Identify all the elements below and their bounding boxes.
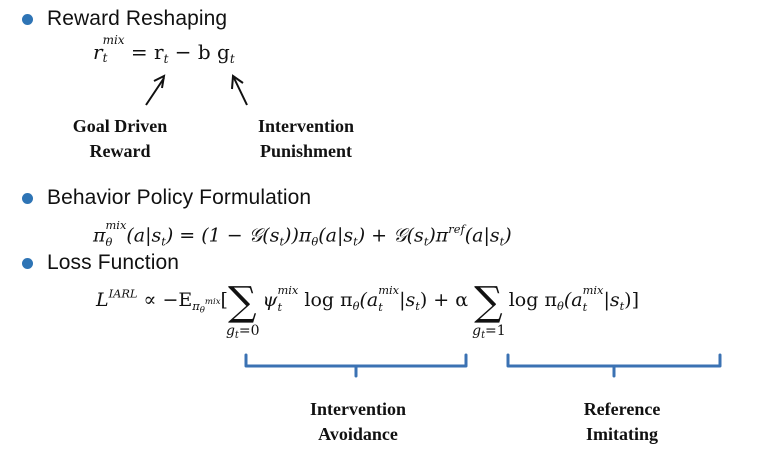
eq-sup: ref	[448, 222, 465, 236]
label-line: Intervention	[258, 116, 354, 136]
eq-sup: mix	[582, 282, 604, 297]
summation-symbol: ∑gt=1	[472, 279, 506, 340]
eq-sub: θ	[352, 299, 360, 314]
label-line: Reference	[583, 399, 661, 419]
eq-symbol: L	[96, 289, 109, 312]
intervention-avoidance-label: Intervention Avoidance	[296, 397, 420, 447]
eq-sub: t	[353, 234, 358, 249]
eq-part: ∝ −E	[143, 289, 193, 312]
brace-reference-imitating	[506, 353, 722, 378]
eq-sub: t	[415, 299, 420, 314]
eq-minus: − b g	[174, 40, 230, 64]
eq-sup: mix	[277, 282, 299, 297]
eq-sub-group: πθmix	[192, 297, 221, 316]
bullet-dot-icon	[22, 13, 33, 25]
eq-sup: mix	[102, 33, 125, 48]
eq-sub: π	[192, 299, 200, 314]
eq-sub: t	[279, 234, 285, 249]
eq-rhs: = r	[130, 40, 164, 64]
eq-part: (a|s	[126, 224, 162, 247]
reward-equation: rmixtmix = rt − b gt	[93, 33, 235, 67]
eq-part: (a	[359, 289, 379, 312]
bullet-dot-icon	[22, 257, 33, 269]
summation-symbol: ∑gt=0	[226, 279, 260, 340]
label-line: Intervention	[310, 399, 406, 419]
eq-part: + α	[433, 289, 469, 312]
eq-part: |s	[399, 289, 416, 312]
eq-supsub: mixtmix	[102, 33, 125, 66]
eq-part: log π	[508, 289, 557, 312]
label-line: Avoidance	[318, 424, 398, 444]
label-line: Imitating	[586, 424, 658, 444]
intervention-punishment-label: Intervention Punishment	[244, 114, 368, 164]
eq-sub: t	[229, 52, 235, 67]
eq-sub: t	[481, 329, 486, 341]
sum-subscript: gt=1	[472, 324, 506, 341]
eq-sub: t	[499, 234, 505, 249]
eq-supsub: mixtmix	[582, 283, 604, 315]
eq-symbol: r	[93, 40, 103, 64]
bullet-label: Loss Function	[47, 251, 180, 274]
bullet-label: Behavior Policy Formulation	[47, 186, 312, 209]
eq-sub: t	[163, 52, 169, 67]
bullet-dot-icon	[22, 192, 33, 204]
sum-glyph: ∑	[474, 279, 503, 325]
eq-symbol: π	[93, 224, 106, 247]
bullet-reward-reshaping: Reward Reshaping	[22, 7, 227, 31]
eq-sub: θ	[556, 299, 564, 314]
brace-intervention-avoidance	[244, 353, 468, 378]
bullet-label: Reward Reshaping	[47, 7, 228, 30]
eq-sub: =0	[238, 323, 260, 339]
eq-sub: t	[378, 300, 383, 315]
eq-sub: t	[619, 299, 625, 314]
eq-sub: g	[225, 323, 235, 339]
eq-part: ) + 𝒢(s	[357, 224, 424, 247]
eq-part: )	[419, 289, 428, 312]
arrow-up-icon	[231, 74, 248, 106]
eq-sub: t	[582, 300, 588, 315]
eq-symbol: ψ	[262, 289, 278, 312]
label-line: Goal Driven	[72, 116, 168, 136]
eq-sub: t	[102, 51, 108, 66]
eq-part: [	[220, 289, 228, 312]
policy-equation: πmixθmix(a|st) = (1 − 𝒢(st))πθ(a|st) + 𝒢…	[93, 218, 512, 250]
arrow-up-icon	[145, 74, 166, 106]
eq-part: log π	[304, 289, 353, 312]
eq-sup: mix	[105, 218, 127, 233]
goal-driven-reward-label: Goal Driven Reward	[60, 114, 180, 164]
eq-part: )]	[624, 289, 639, 312]
eq-sup: mix	[204, 297, 221, 308]
label-line: Punishment	[259, 141, 353, 161]
sum-glyph: ∑	[227, 279, 257, 325]
eq-sub: t	[423, 234, 429, 249]
label-line: Reward	[89, 141, 151, 161]
eq-part: (a|s	[464, 224, 500, 247]
loss-equation: LIARL ∝ −Eπθmix[∑gt=0 ψmixtmix log πθ(am…	[96, 279, 639, 340]
eq-sub: t	[277, 300, 283, 315]
eq-sub: θ	[199, 305, 205, 316]
eq-sub: t	[234, 329, 239, 341]
eq-part: ))π	[284, 224, 312, 247]
eq-supsub: mixtmix	[378, 283, 399, 315]
eq-sub: g	[472, 323, 482, 339]
eq-sub: =1	[485, 323, 506, 339]
eq-part: )π	[428, 224, 449, 247]
eq-part: |s	[603, 289, 620, 312]
bullet-behavior-policy: Behavior Policy Formulation	[22, 186, 311, 210]
eq-sub: t	[161, 234, 166, 249]
eq-part: )	[504, 224, 512, 247]
eq-sub: θ	[311, 234, 319, 249]
eq-part: (a	[563, 289, 583, 312]
eq-sup: mix	[378, 282, 400, 297]
eq-part: (a|s	[318, 224, 354, 247]
eq-part: ) = (1 − 𝒢(s	[165, 224, 280, 247]
eq-sup: IARL	[108, 286, 138, 301]
eq-supsub: mixtmix	[277, 283, 298, 315]
bullet-loss-function: Loss Function	[22, 251, 179, 275]
eq-sub: θ	[105, 235, 113, 250]
sum-subscript: gt=0	[226, 324, 260, 341]
reference-imitating-label: Reference Imitating	[560, 397, 684, 447]
eq-supsub: mixθmix	[105, 218, 127, 250]
